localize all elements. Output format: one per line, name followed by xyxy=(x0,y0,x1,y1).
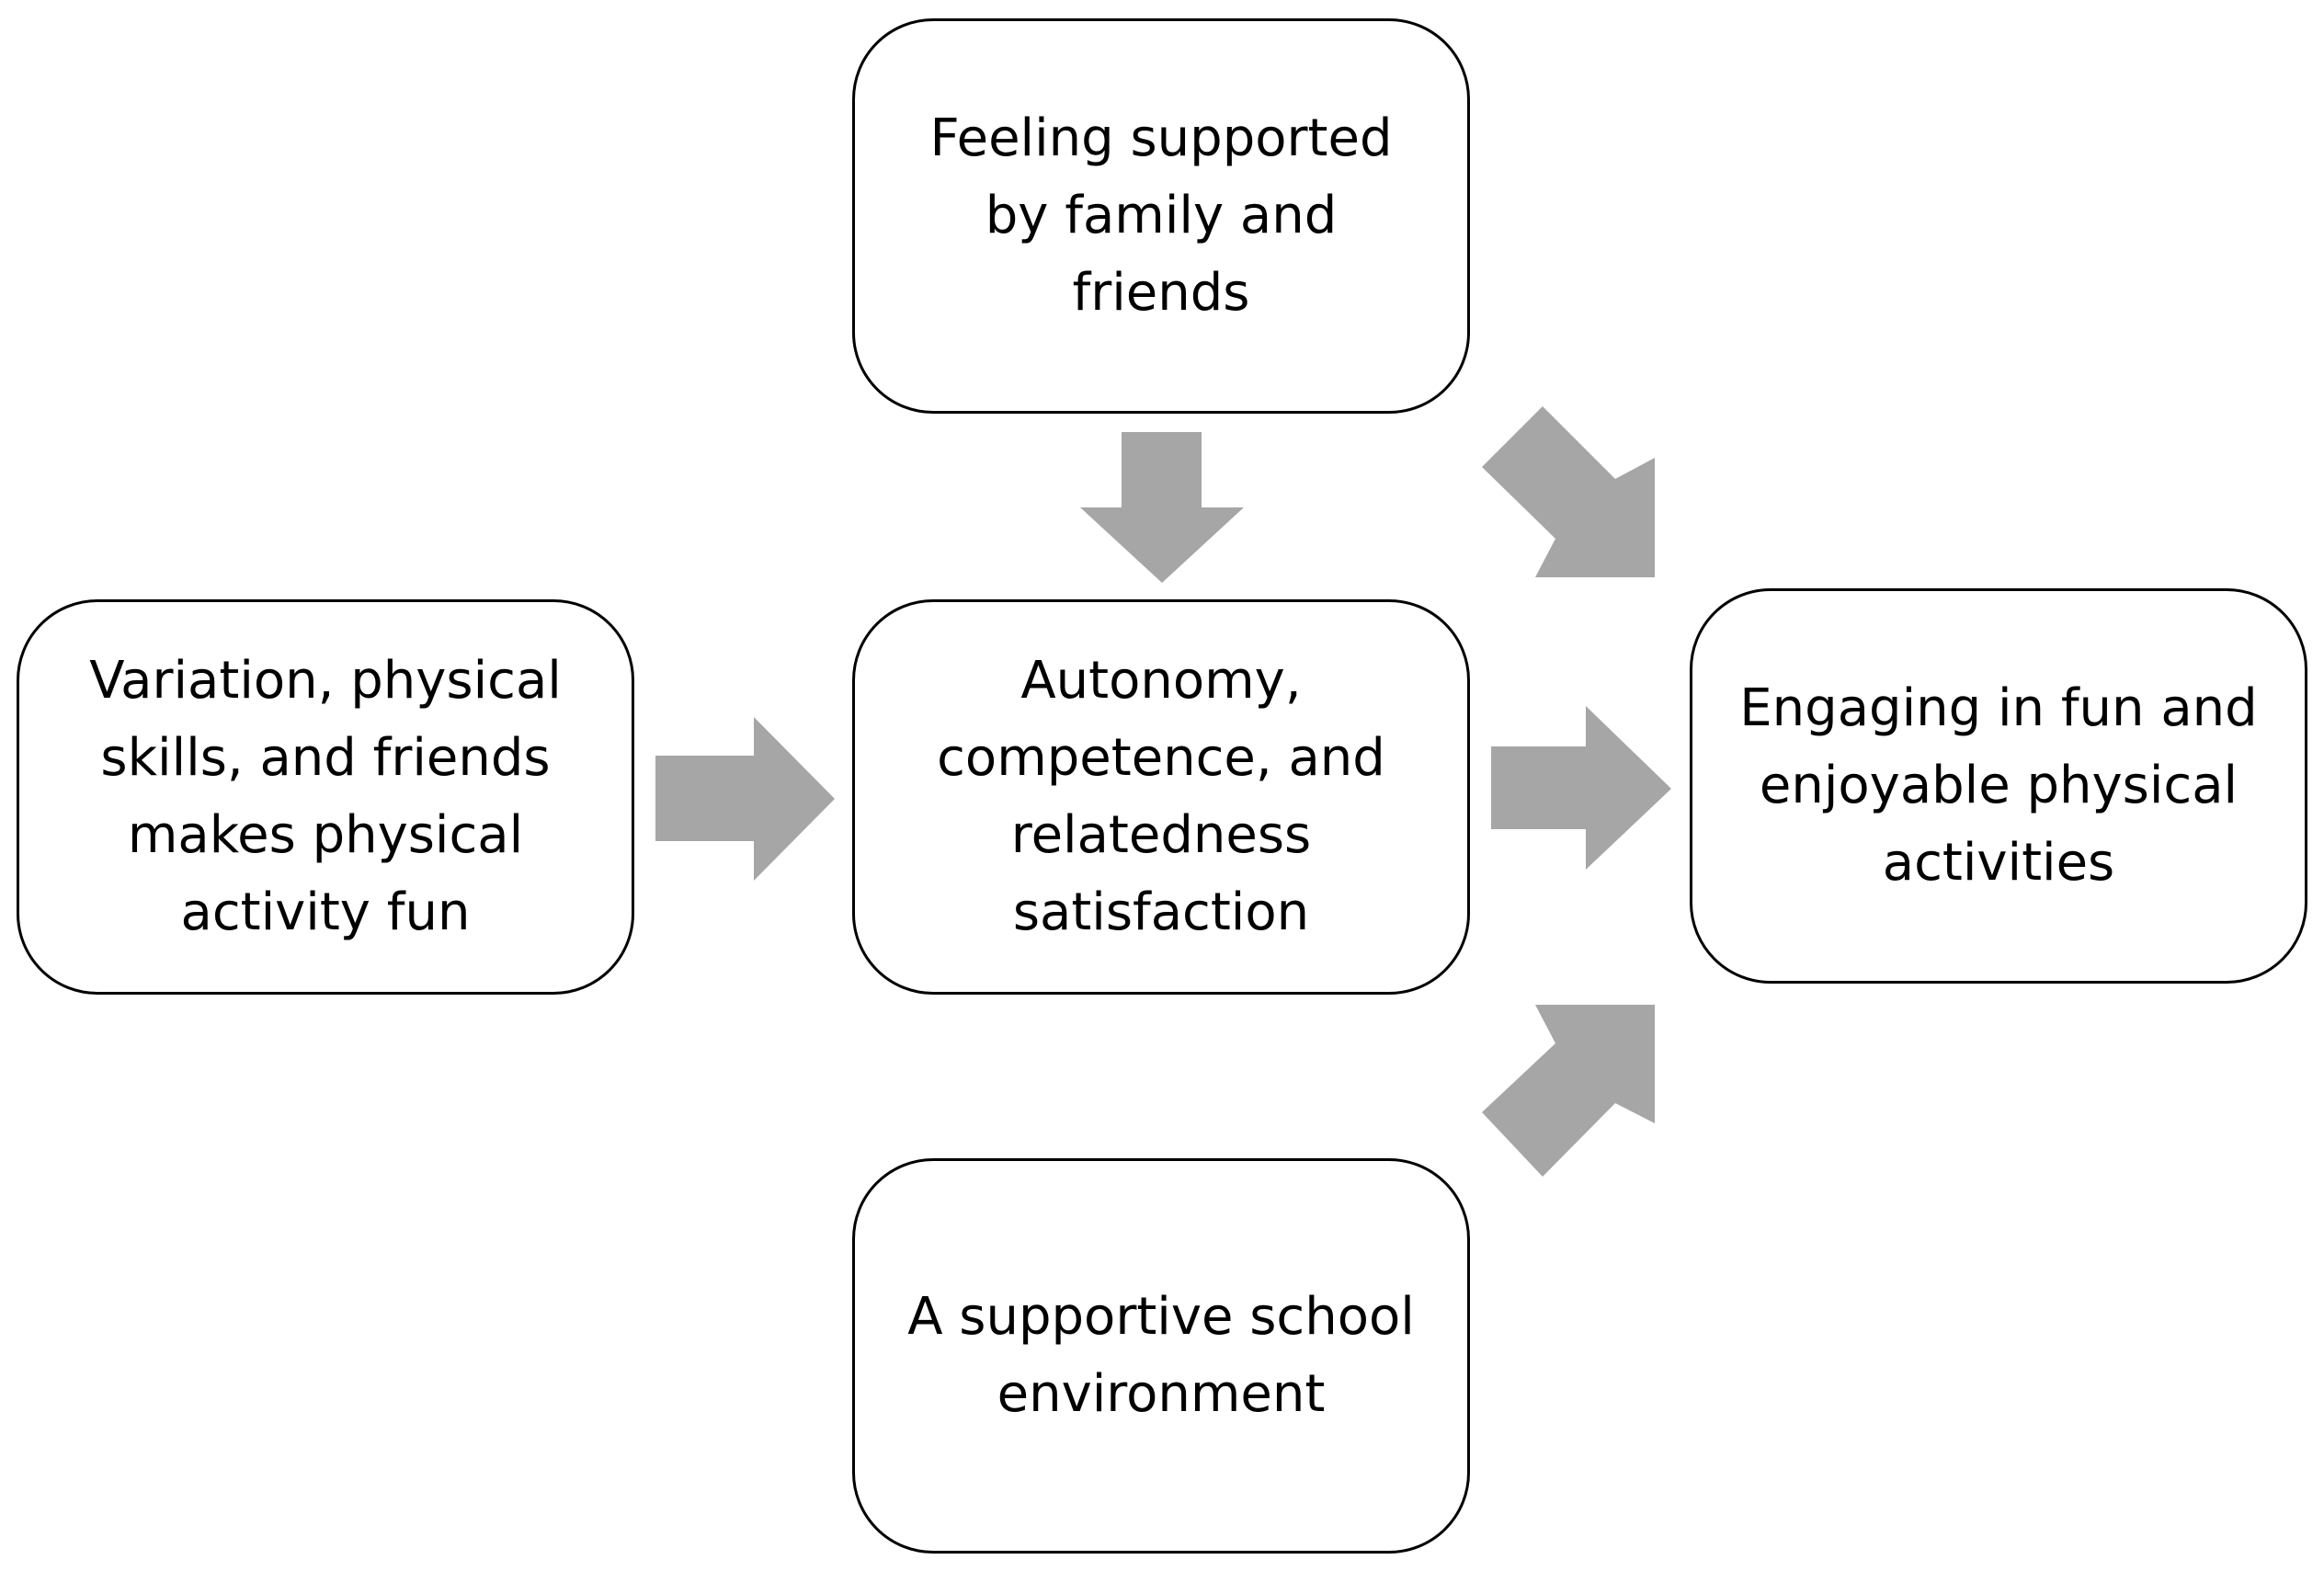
fun-factors-box: Variation, physical skills, and friends … xyxy=(17,599,634,995)
arrow-school-to-outcome xyxy=(1482,1005,1655,1177)
need-satisfaction-box: Autonomy, competence, and relatedness sa… xyxy=(852,599,1470,995)
outcome-box: Engaging in fun and enjoyable physical a… xyxy=(1690,588,2307,984)
family-support-box: Feeling supported by family and friends xyxy=(852,18,1470,414)
arrow-satisfaction-to-outcome xyxy=(1491,706,1671,870)
school-environment-box: A supportive school environment xyxy=(852,1158,1470,1554)
arrow-fun-to-satisfaction xyxy=(655,717,835,881)
arrow-family-to-satisfaction xyxy=(1080,432,1244,583)
arrow-family-to-outcome xyxy=(1482,406,1655,577)
